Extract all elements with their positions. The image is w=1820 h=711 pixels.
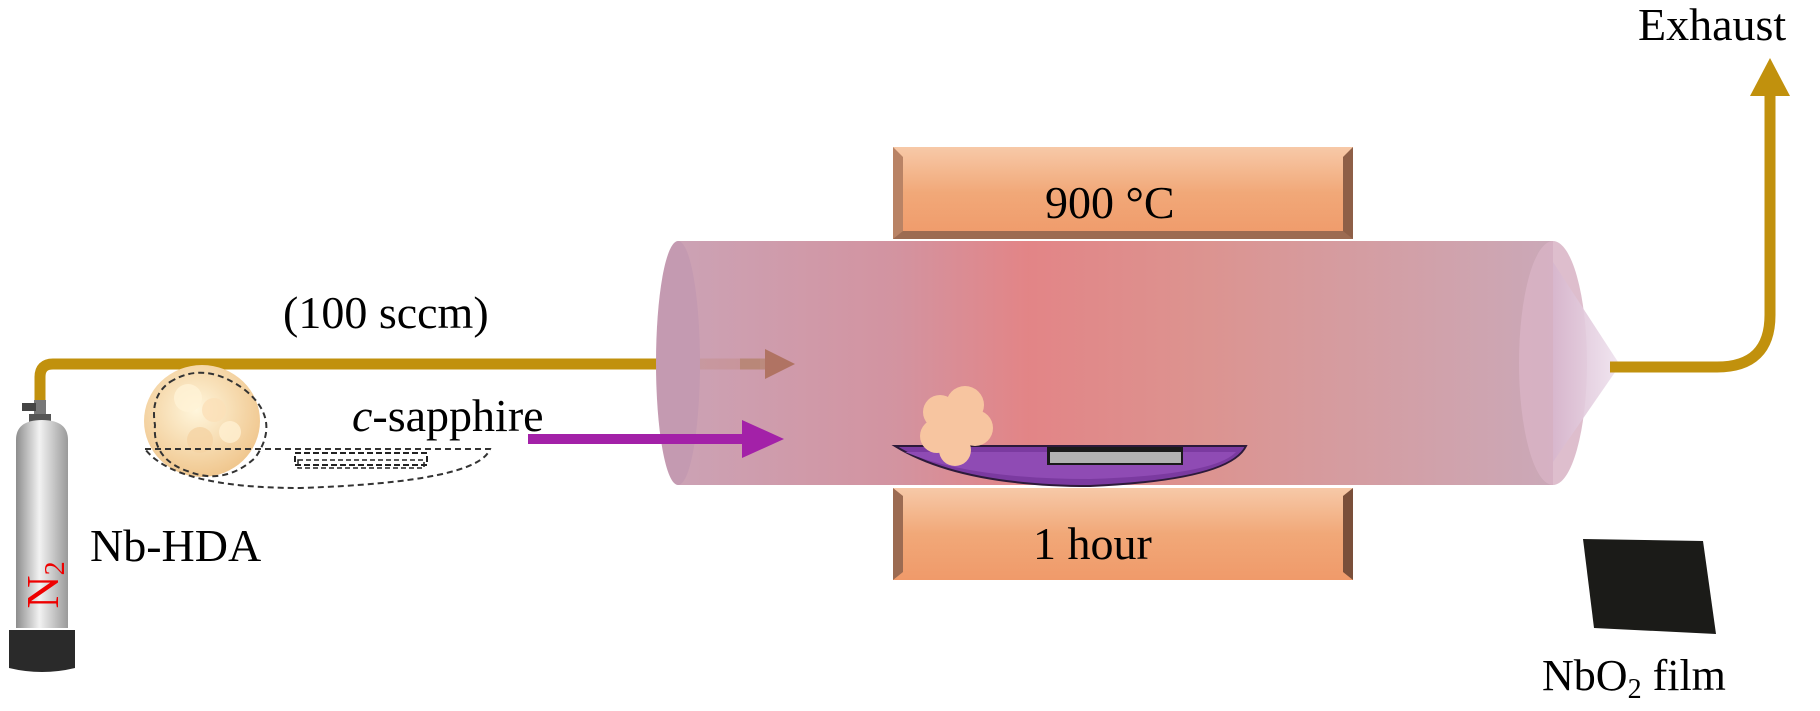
precursor-powder-icon: [144, 365, 268, 478]
nbo2-film-sample: [1583, 539, 1716, 634]
substrate-label: c-sapphire: [352, 393, 544, 439]
gas-cylinder-icon: [9, 400, 75, 672]
temperature-label: 900 °C: [1045, 177, 1175, 228]
gas-label: N2: [17, 550, 71, 620]
product-main: NbO: [1542, 651, 1628, 700]
flow-rate-label: (100 sccm): [283, 287, 489, 338]
substrate-rest: -sapphire: [372, 390, 544, 441]
top-heater: [893, 147, 1353, 239]
precursor-label: Nb-HDA: [90, 520, 262, 571]
exhaust-label: Exhaust: [1638, 0, 1787, 50]
exhaust-cone: [1553, 262, 1620, 462]
gas-subscript: 2: [40, 561, 71, 576]
gas-symbol: N: [17, 575, 68, 609]
gas-arrow-icon: [740, 349, 795, 379]
product-suffix: film: [1641, 651, 1726, 700]
duration-label: 1 hour: [1033, 518, 1152, 569]
product-subscript: 2: [1627, 674, 1642, 705]
boat-outline-dashed: [142, 448, 492, 490]
bottom-heater: [893, 488, 1353, 580]
exhaust-line: [1610, 92, 1776, 373]
substrate-in-boat: [1047, 447, 1183, 465]
product-label: NbO2 film: [1542, 654, 1726, 704]
substrate-arrow-icon: [528, 420, 784, 458]
gas-feed-line: [34, 358, 760, 410]
substrate-prefix: c: [352, 390, 373, 441]
exhaust-arrow-icon: [1750, 58, 1790, 96]
precursor-in-boat-icon: [920, 386, 993, 466]
